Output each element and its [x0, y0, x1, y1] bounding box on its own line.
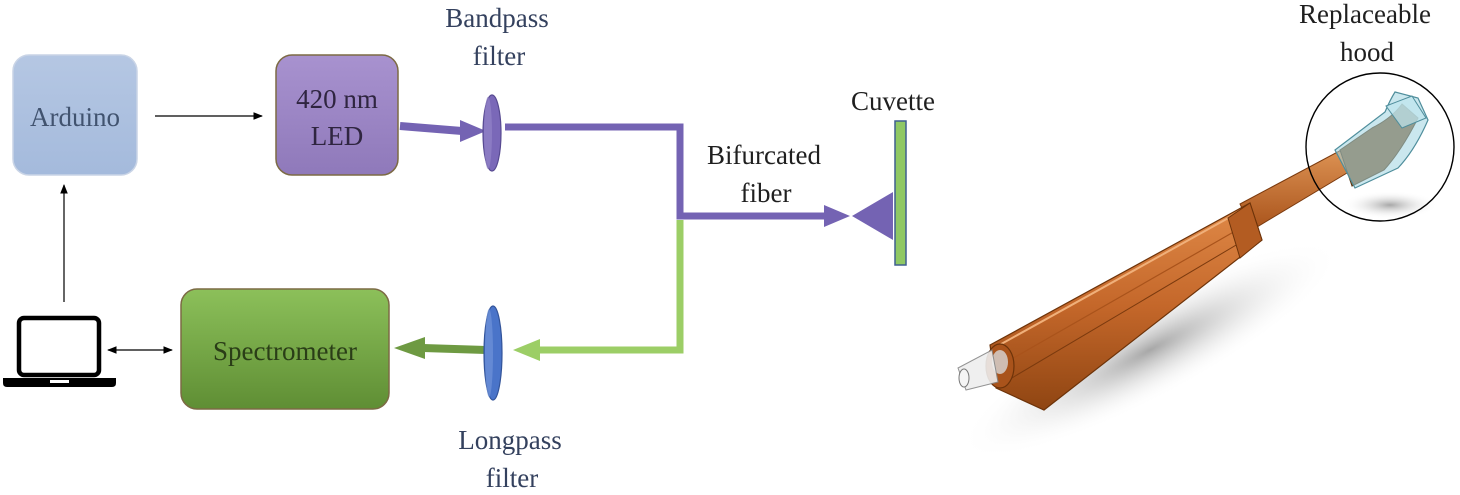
arduino-node: Arduino [12, 54, 138, 176]
spectrometer-node: Spectrometer [180, 288, 390, 410]
excitation-fiber [399, 120, 893, 240]
laptop-icon [3, 315, 116, 387]
hood-label-line1: Replaceable [1299, 0, 1431, 29]
cuvette-label: Cuvette [851, 86, 935, 116]
longpass-filter [483, 305, 503, 401]
led-node: 420 nm LED [275, 54, 399, 176]
led-label-line2: LED [311, 121, 363, 151]
emission-fiber [394, 220, 684, 361]
probe-shadow [958, 240, 1342, 460]
longpass-label-line1: Longpass [458, 425, 562, 455]
bifurcated-label-line1: Bifurcated [707, 140, 821, 170]
longpass-label-line2: filter [486, 463, 538, 493]
cuvette [894, 120, 907, 266]
bandpass-label-line2: filter [473, 41, 525, 71]
hood-callout-circle [1305, 72, 1455, 222]
arduino-label: Arduino [30, 102, 120, 132]
probe-illustration [957, 72, 1455, 460]
hood-label-line2: hood [1340, 37, 1395, 67]
bandpass-label-line1: Bandpass [445, 3, 549, 33]
bandpass-filter [482, 94, 502, 172]
bifurcated-label-line2: fiber [741, 178, 792, 208]
spectrometer-label: Spectrometer [213, 336, 357, 366]
led-label-line1: 420 nm [296, 84, 378, 114]
cuvette-coupler [852, 192, 893, 240]
